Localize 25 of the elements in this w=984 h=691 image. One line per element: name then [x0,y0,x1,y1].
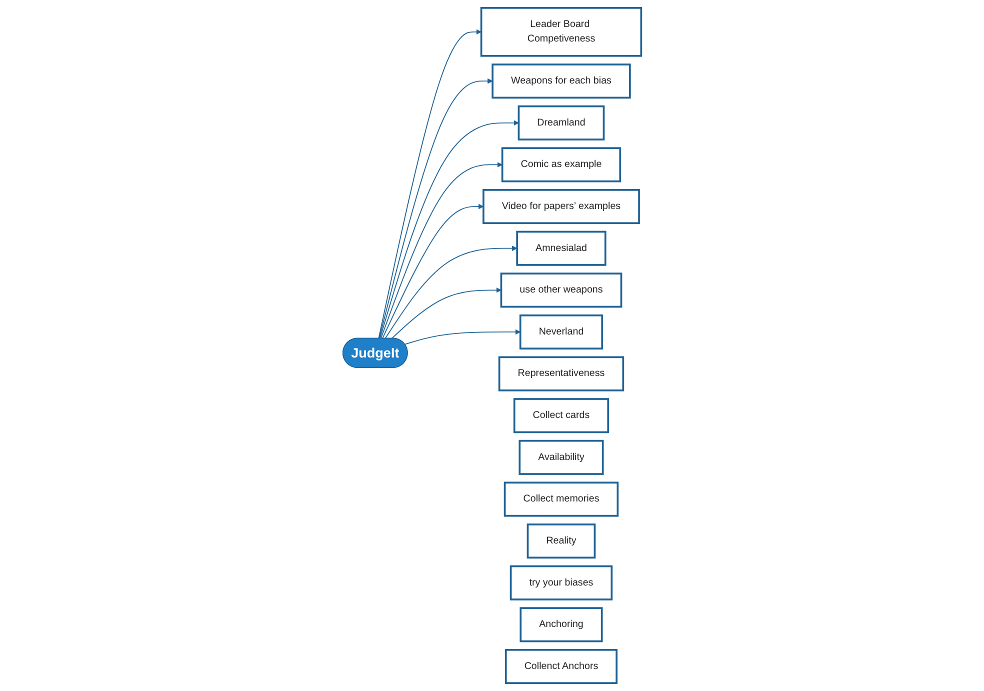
arrow [404,329,521,345]
node-box [480,7,642,57]
node-box [526,524,596,559]
node-box [492,64,631,99]
node-box [516,230,606,266]
arrow [391,287,502,339]
arrow [378,29,482,339]
node-box [519,314,604,350]
node-box [513,398,610,434]
node-box [520,607,603,642]
mind-map: JudgeIt Leader Board Competiveness Weapons for each bias Dreamland Comic as example Video for papers’ examples Amnesialad use other weapons Neverland Representativeness Collect cards Availability Collect memories Reality try your biases Anchoring Collenct Anchors [2,3,982,688]
node-box [501,147,622,182]
node-box [518,105,605,140]
arrow [379,120,519,339]
node-box [498,356,624,392]
arrow [384,246,518,339]
arrow [380,162,503,339]
node-box [504,648,618,684]
node-box [482,189,640,224]
node-box [504,482,619,517]
arrow [382,204,484,339]
node-box [510,565,613,600]
arrow [378,78,493,339]
node-box [518,440,604,475]
node-box [500,272,622,308]
